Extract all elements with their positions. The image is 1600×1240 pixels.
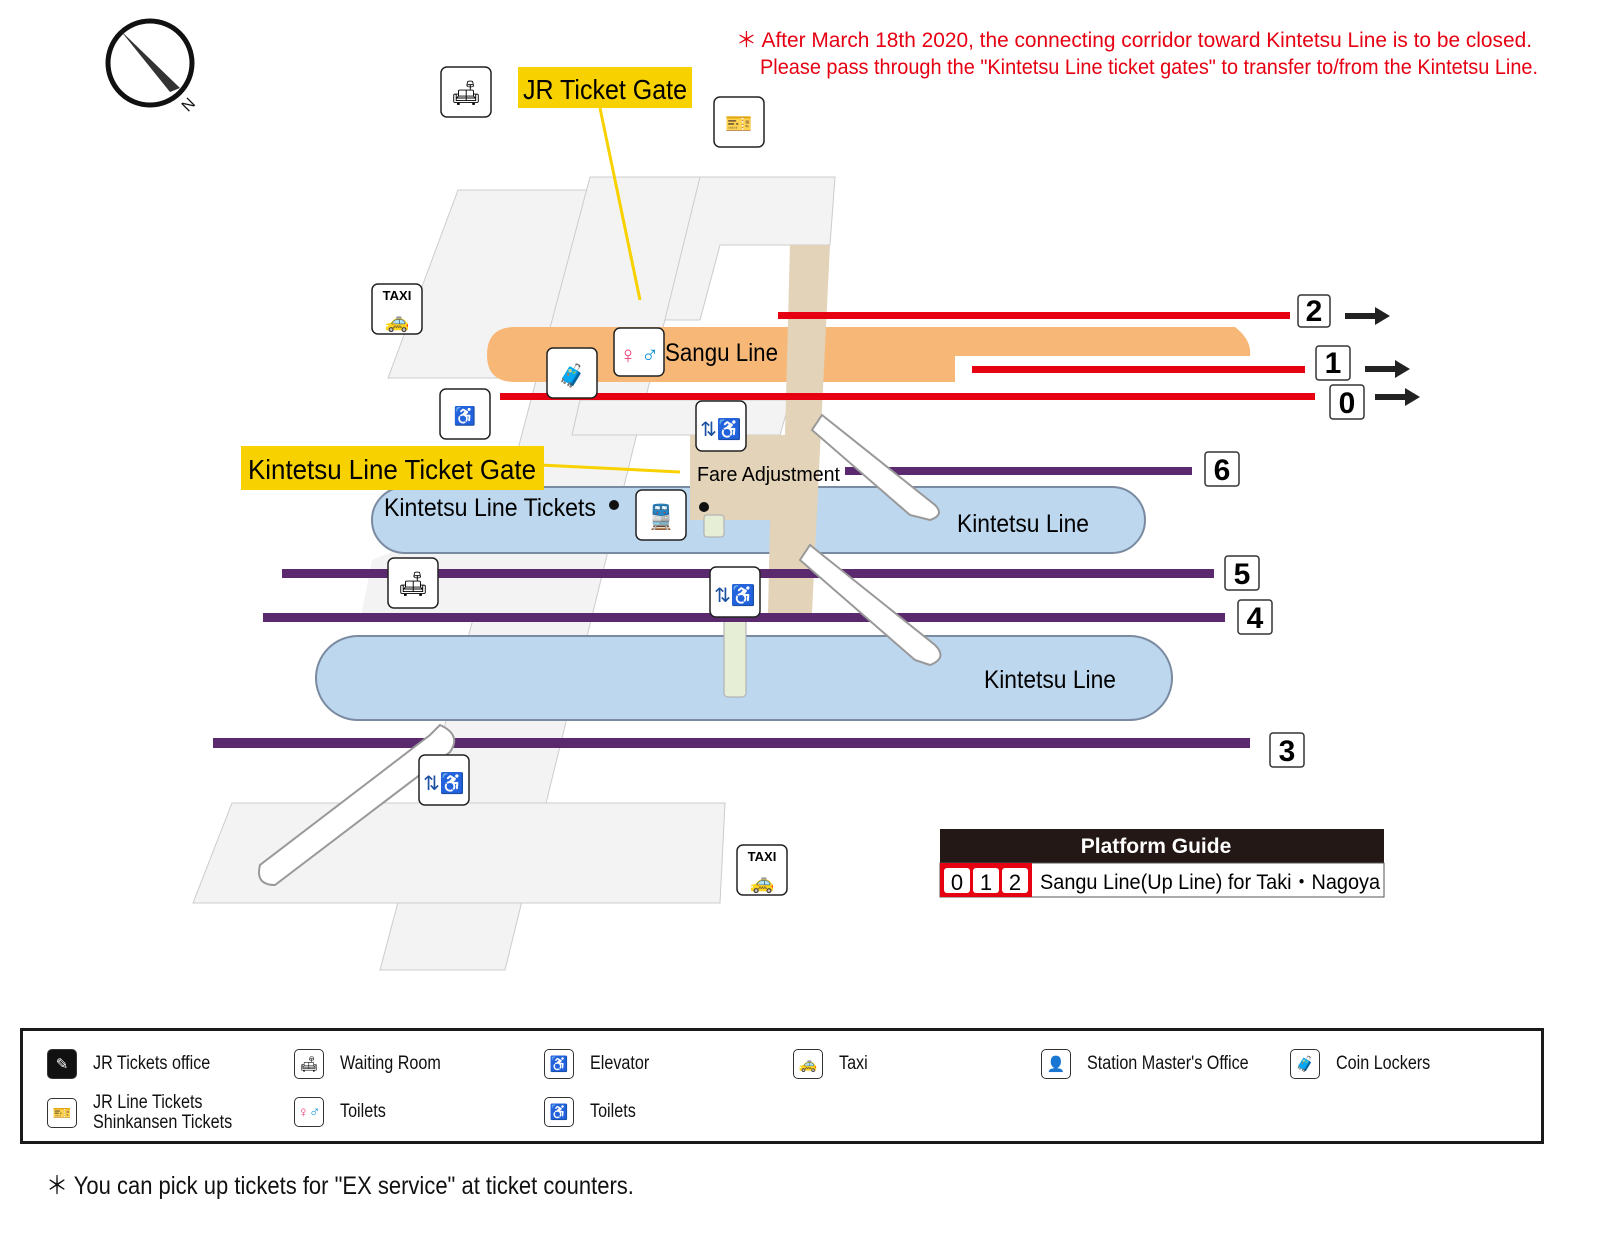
direction-arrows xyxy=(1345,307,1420,406)
compass-icon: N xyxy=(105,18,199,115)
guide-track-0: 0 xyxy=(951,870,963,895)
coin-locker-icon: 🧳 xyxy=(546,347,598,399)
legend-item: 👤 Station Master's Office xyxy=(1041,1049,1277,1079)
svg-text:♀: ♀ xyxy=(619,342,637,369)
stair xyxy=(723,612,747,698)
track-number-0: 0 xyxy=(1339,387,1356,420)
jr-train-icon: 🚆 xyxy=(635,489,687,541)
multipurpose-toilet-icon: ♿ xyxy=(439,388,491,440)
svg-text:⇅♿: ⇅♿ xyxy=(423,771,465,795)
taxi-icon: TAXI 🚕 xyxy=(736,844,788,896)
legend-label: Station Master's Office xyxy=(1087,1053,1249,1074)
legend-label: Toilets xyxy=(590,1101,636,1122)
legend-item: 🚕 Taxi xyxy=(793,1049,873,1079)
kintetsu-ticket-gate-label-box xyxy=(241,446,544,490)
waiting-room-icon: 🛋 xyxy=(440,66,492,118)
station-master-icon: 👤 xyxy=(1041,1049,1071,1079)
track-number-1: 1 xyxy=(1325,347,1342,380)
taxi-icon: 🚕 xyxy=(793,1049,823,1079)
track-number-4: 4 xyxy=(1247,602,1264,635)
elevator-icon: ⇅♿ xyxy=(709,566,761,618)
kintetsu-tickets-label: Kintetsu Line Tickets xyxy=(384,494,596,522)
platform-guide: Platform Guide 0 1 2 Sangu Line(Up Line)… xyxy=(939,829,1385,898)
platform-guide-description: Sangu Line(Up Line) for Taki・Nagoya xyxy=(1040,871,1380,894)
legend-item: 🧳 Coin Lockers xyxy=(1290,1049,1447,1079)
escalators xyxy=(258,413,942,887)
svg-text:🚆: 🚆 xyxy=(646,503,676,531)
jr-tickets-office-icon: ✎ xyxy=(47,1049,77,1079)
track-number-5: 5 xyxy=(1234,558,1251,591)
guide-track-2: 2 xyxy=(1009,870,1021,895)
multipurpose-toilet-icon: ♿ xyxy=(544,1097,574,1127)
sangu-line-label: Sangu Line xyxy=(665,339,778,367)
svg-text:🛋: 🛋 xyxy=(451,80,481,107)
track-number-6: 6 xyxy=(1214,454,1231,487)
kintetsu-line-lower-label: Kintetsu Line xyxy=(984,666,1116,694)
stair xyxy=(703,514,725,538)
elevator-icon: ⇅♿ xyxy=(695,400,747,452)
legend: ✎ JR Tickets office 🛋 Waiting Room ♿ Elevat… xyxy=(20,1028,1544,1144)
svg-text:♿: ♿ xyxy=(454,405,476,426)
legend-item: ✎ JR Tickets office xyxy=(47,1049,231,1079)
footnote: ＊ You can pick up tickets for "EX servic… xyxy=(46,1172,634,1200)
svg-text:🎫: 🎫 xyxy=(725,111,752,136)
jr-platform xyxy=(487,327,1251,382)
svg-text:🧳: 🧳 xyxy=(558,363,585,388)
toilet-icon: ♀♂ xyxy=(294,1097,324,1127)
jr-ticket-gate-label-box xyxy=(518,67,692,108)
svg-text:⇅♿: ⇅♿ xyxy=(700,417,742,441)
notice-line-2: Please pass through the "Kintetsu Line t… xyxy=(760,56,1538,79)
platform-guide-title: Platform Guide xyxy=(1081,835,1232,858)
legend-label: JR Tickets office xyxy=(93,1053,211,1074)
elevator-icon: ♿ xyxy=(544,1049,574,1079)
svg-text:🚕: 🚕 xyxy=(750,872,775,894)
legend-item: ♀♂ Toilets xyxy=(294,1097,394,1127)
coin-locker-icon: 🧳 xyxy=(1290,1049,1320,1079)
jr-ticket-gate-label: JR Ticket Gate xyxy=(523,74,687,105)
svg-text:🛋: 🛋 xyxy=(398,571,428,598)
legend-label: Toilets xyxy=(340,1101,386,1122)
svg-text:⇅♿: ⇅♿ xyxy=(714,583,756,607)
concourse-corridor xyxy=(690,245,830,613)
compass-north-label: N xyxy=(179,95,199,115)
elevator-icon: ⇅♿ xyxy=(418,754,470,806)
track-number-3: 3 xyxy=(1279,735,1296,768)
legend-label: Shinkansen Tickets xyxy=(93,1112,233,1133)
legend-item: ♿ Elevator xyxy=(544,1049,660,1079)
ticket-machine-icon: 🎫 xyxy=(47,1098,77,1128)
kintetsu-ticket-gate-label: Kintetsu Line Ticket Gate xyxy=(248,454,536,485)
legend-label: Elevator xyxy=(590,1053,650,1074)
track-numbers: 2 1 0 6 5 4 3 xyxy=(1204,294,1365,768)
track-number-2: 2 xyxy=(1306,295,1323,328)
guide-track-1: 1 xyxy=(980,870,992,895)
legend-item: 🛋 Waiting Room xyxy=(294,1049,459,1079)
notice-line-1: ＊ After March 18th 2020, the connecting … xyxy=(736,29,1532,52)
legend-item: ♿ Toilets xyxy=(544,1097,644,1127)
legend-label: JR Line Tickets xyxy=(93,1092,203,1113)
toilet-icon: ♀♂ xyxy=(613,327,665,377)
svg-text:TAXI: TAXI xyxy=(383,288,412,303)
svg-text:🚕: 🚕 xyxy=(385,311,410,333)
legend-label: Waiting Room xyxy=(340,1053,441,1074)
svg-text:TAXI: TAXI xyxy=(748,849,777,864)
ticket-machine-icon: 🎫 xyxy=(713,96,765,148)
svg-text:♂: ♂ xyxy=(641,342,659,369)
kintetsu-line-upper-label: Kintetsu Line xyxy=(957,510,1089,538)
waiting-room-icon: 🛋 xyxy=(387,557,439,609)
legend-label: Coin Lockers xyxy=(1336,1053,1431,1074)
waiting-room-icon: 🛋 xyxy=(294,1049,324,1079)
taxi-icon: TAXI 🚕 xyxy=(371,283,423,335)
fare-adjustment-label: Fare Adjustment xyxy=(697,464,840,486)
legend-label: Taxi xyxy=(839,1053,868,1074)
